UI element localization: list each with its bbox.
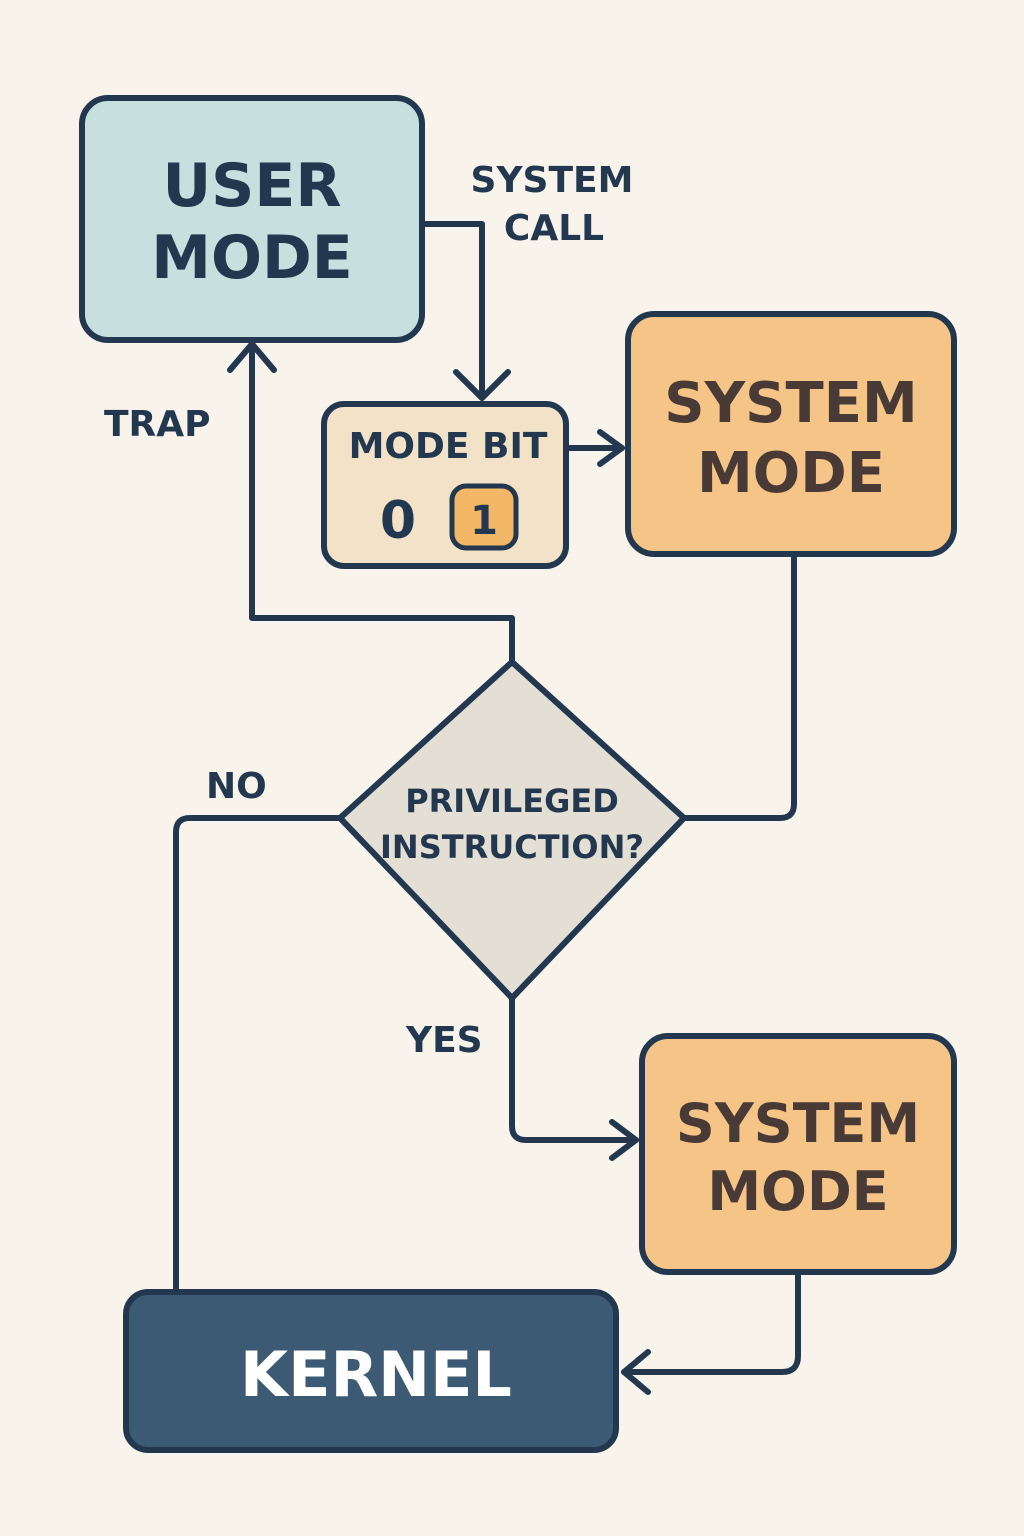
- trap-arrowhead: [227, 341, 277, 373]
- system-mode-top-box: [625, 311, 957, 557]
- system-to-kernel-arrow: [621, 1273, 801, 1375]
- system-mode-bottom-label-line2: MODE: [707, 1160, 888, 1223]
- system-call-label-line2: CALL: [504, 208, 604, 249]
- yes-label: YES: [405, 1020, 483, 1061]
- system-mode-bottom-node: SYSTEM MODE: [639, 1033, 957, 1275]
- mode-bit-node: MODE BIT 0 1: [321, 401, 569, 569]
- system-call-arrow: [419, 221, 485, 401]
- system-mode-bottom-label-line1: SYSTEM: [676, 1092, 920, 1155]
- trap-arrow: [249, 341, 515, 665]
- decision-label-line1: PRIVILEGED: [405, 782, 619, 820]
- user-mode-node: USER MODE: [79, 95, 425, 343]
- decision-label-line2: INSTRUCTION?: [380, 828, 644, 866]
- mode-bit-title: MODE BIT: [349, 426, 548, 467]
- mode-bit-to-system-arrowhead: [597, 429, 625, 467]
- no-line: [173, 815, 343, 1291]
- mode-bit-highlight: [449, 483, 519, 551]
- trap-label: TRAP: [104, 404, 211, 445]
- system-mode-top-label-line1: SYSTEM: [664, 371, 917, 436]
- system-to-decision-line: [681, 555, 797, 821]
- user-mode-box: [79, 95, 425, 343]
- mode-bit-value-1: 1: [470, 498, 498, 544]
- kernel-box: [123, 1289, 619, 1453]
- connectors: [173, 221, 801, 1395]
- yes-arrow: [509, 995, 639, 1143]
- system-to-kernel-arrowhead: [621, 1349, 651, 1395]
- system-mode-top-node: SYSTEM MODE: [625, 311, 957, 557]
- decision-diamond: [337, 659, 687, 1001]
- system-call-label-line1: SYSTEM: [471, 160, 634, 201]
- system-call-arrowhead: [453, 369, 511, 401]
- user-mode-label-line2: MODE: [151, 223, 353, 293]
- no-label: NO: [206, 766, 267, 807]
- system-mode-bottom-box: [639, 1033, 957, 1275]
- mode-bit-value-0: 0: [380, 491, 416, 551]
- kernel-node: KERNEL: [123, 1289, 619, 1453]
- kernel-label: KERNEL: [240, 1338, 512, 1411]
- system-mode-top-label-line2: MODE: [697, 441, 885, 506]
- yes-arrowhead: [609, 1119, 639, 1161]
- user-mode-label-line1: USER: [162, 151, 341, 221]
- decision-node: PRIVILEGED INSTRUCTION?: [337, 659, 687, 1001]
